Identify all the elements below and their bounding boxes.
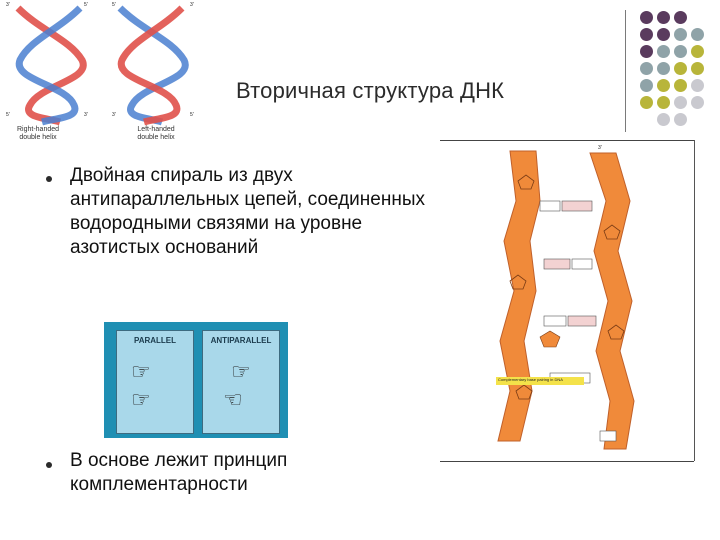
left-helix-top-right-end: 3' [190,2,194,8]
dot [657,79,670,92]
parallel-card: PARALLEL ☞ ☞ [116,330,194,434]
dot [657,28,670,41]
decorative-dot-grid [640,11,716,133]
antiparallel-card: ANTIPARALLEL ☞ ☜ [202,330,280,434]
dot [640,96,653,109]
antiparallel-label: ANTIPARALLEL [210,336,272,345]
dot [691,79,704,92]
dna-base-pairing-graphic [496,150,635,450]
left-handed-caption-line1: Left-handed [137,126,175,133]
left-helix-bottom-right-end: 5' [190,112,194,118]
dot [674,113,687,126]
bullet-text-double-helix: Двойная спираль из двух антипараллельных… [70,165,425,258]
right-handed-caption: Right-handed double helix [8,126,68,142]
dot [691,28,704,41]
bullet-text-complementarity: В основе лежит принцип комплементарности [70,450,288,495]
right-helix-bottom-left-end: 5' [6,112,10,118]
dna-top-label: 3' [598,145,602,151]
dna-figure-frame [440,140,694,462]
pointing-right-hand-icon: ☞ [231,359,251,384]
right-handed-caption-line1: Right-handed [16,126,60,133]
double-helix-illustration: 3' 5' 5' 3' 5' 3' 3' 5' Right-handed dou… [0,0,210,150]
dna-caption: Complementary base pairing in DNA [498,377,563,382]
dna-base-pairing-diagram: 3' Complementary base pairing in DNA [440,141,694,459]
slide-title: Вторичная структура ДНК [236,78,505,103]
title-divider [625,10,626,132]
dot [674,11,687,24]
left-helix-bottom-left-end: 3' [112,112,116,118]
dna-figure-border [694,140,695,461]
pointing-right-hand-icon: ☞ [131,359,151,384]
dot [691,96,704,109]
dot [674,96,687,109]
right-handed-helix [15,5,87,126]
right-helix-bottom-right-end: 3' [84,112,88,118]
dot [640,11,653,24]
dot [674,45,687,58]
dot [657,113,670,126]
right-helix-top-left-end: 3' [6,2,10,8]
dot [691,62,704,75]
left-handed-caption: Left-handed double helix [126,126,186,142]
helix-graphic [15,5,189,126]
dot [640,62,653,75]
dot [640,45,653,58]
bullet-marker [46,176,52,182]
dot [674,62,687,75]
dot [657,62,670,75]
dot [691,45,704,58]
left-helix-top-left-end: 5' [112,2,116,8]
dot [657,11,670,24]
dot [657,96,670,109]
right-handed-caption-line2: double helix [19,134,57,141]
left-handed-helix [117,5,189,126]
right-helix-top-right-end: 5' [84,2,88,8]
dot [640,28,653,41]
dot [674,28,687,41]
left-handed-caption-line2: double helix [137,134,175,141]
dot [657,45,670,58]
parallel-label: PARALLEL [133,336,177,345]
parallel-antiparallel-figure: PARALLEL ☞ ☞ ANTIPARALLEL ☞ ☜ [104,322,288,438]
pointing-right-hand-icon: ☞ [131,387,151,412]
bullet-marker [46,462,52,468]
pointing-left-hand-icon: ☜ [223,387,243,412]
dot [640,79,653,92]
dot [674,79,687,92]
